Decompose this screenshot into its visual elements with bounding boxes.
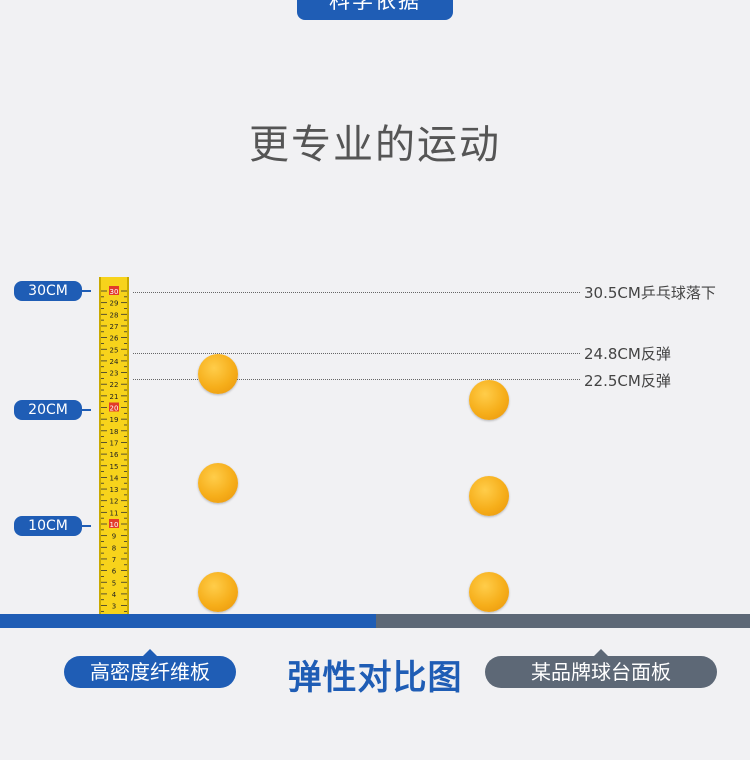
ruler-number: 4 <box>112 591 117 599</box>
ruler-number: 27 <box>110 323 119 331</box>
ruler-number: 30 <box>110 288 119 296</box>
ruler-highlight <box>109 519 119 528</box>
ping-pong-ball-icon <box>198 354 238 394</box>
section-badge: 科学依据 <box>297 0 453 20</box>
ruler-number: 24 <box>110 358 119 366</box>
ruler-number: 11 <box>110 509 119 517</box>
ruler-number: 23 <box>110 370 119 378</box>
ruler-number: 3 <box>112 603 116 611</box>
ruler-ticks: 30 29 28 27 26 25 24 23 22 21 20 19 18 17 16 15 14 13 12 11… <box>101 286 127 612</box>
page-headline: 更专业的运动 <box>249 122 501 168</box>
ruler-number: 13 <box>110 486 119 494</box>
drop-height-line <box>133 292 580 293</box>
comparison-title: 弹性对比图 <box>287 658 463 698</box>
drop-height-note: 30.5CM乒乓球落下 <box>584 284 716 302</box>
ruler-number: 14 <box>110 474 119 482</box>
ruler-number: 9 <box>112 533 116 541</box>
rebound-note-a: 24.8CM反弹 <box>584 345 671 363</box>
scale-tag-10cm: 10CM <box>14 516 91 536</box>
rebound-note-b: 22.5CM反弹 <box>584 372 671 390</box>
ruler-number: 7 <box>112 556 116 564</box>
ruler-number: 18 <box>110 428 119 436</box>
ruler-highlight <box>109 286 119 295</box>
ruler-number: 21 <box>110 393 119 401</box>
ping-pong-ball-icon <box>469 380 509 420</box>
tape-measure-ruler: 30 29 28 27 26 25 24 23 22 21 20 19 18 17 16 15 14 13 12 11… <box>99 277 129 614</box>
ruler-number: 20 <box>110 405 119 413</box>
ruler-number: 19 <box>110 416 119 424</box>
floor-strip-brand-board <box>376 614 750 628</box>
scale-tag-30cm: 30CM <box>14 281 91 301</box>
ruler-number: 22 <box>110 381 119 389</box>
ruler-number: 12 <box>110 498 119 506</box>
ruler-highlight <box>109 402 119 412</box>
ruler-number: 10 <box>110 521 119 529</box>
ruler-number: 16 <box>110 451 119 459</box>
floor-strip-fiberboard <box>0 614 376 628</box>
ping-pong-ball-icon <box>198 572 238 612</box>
rebound-line-a <box>133 353 580 354</box>
ruler-number: 29 <box>110 300 119 308</box>
ruler-number: 5 <box>112 579 116 587</box>
ping-pong-ball-icon <box>469 476 509 516</box>
ruler-number: 26 <box>110 335 119 343</box>
ruler-number: 17 <box>110 439 119 447</box>
ruler-number: 6 <box>112 568 117 576</box>
ping-pong-ball-icon <box>469 572 509 612</box>
label-right-board: 某品牌球台面板 <box>485 649 717 688</box>
ruler-number: 8 <box>112 544 116 552</box>
rebound-line-b <box>133 379 580 380</box>
ruler-number: 25 <box>110 346 119 354</box>
ping-pong-ball-icon <box>198 463 238 503</box>
scale-tag-20cm: 20CM <box>14 400 91 420</box>
ruler-number: 15 <box>110 463 119 471</box>
ruler-number: 28 <box>110 311 119 319</box>
label-left-board: 高密度纤维板 <box>64 649 236 688</box>
